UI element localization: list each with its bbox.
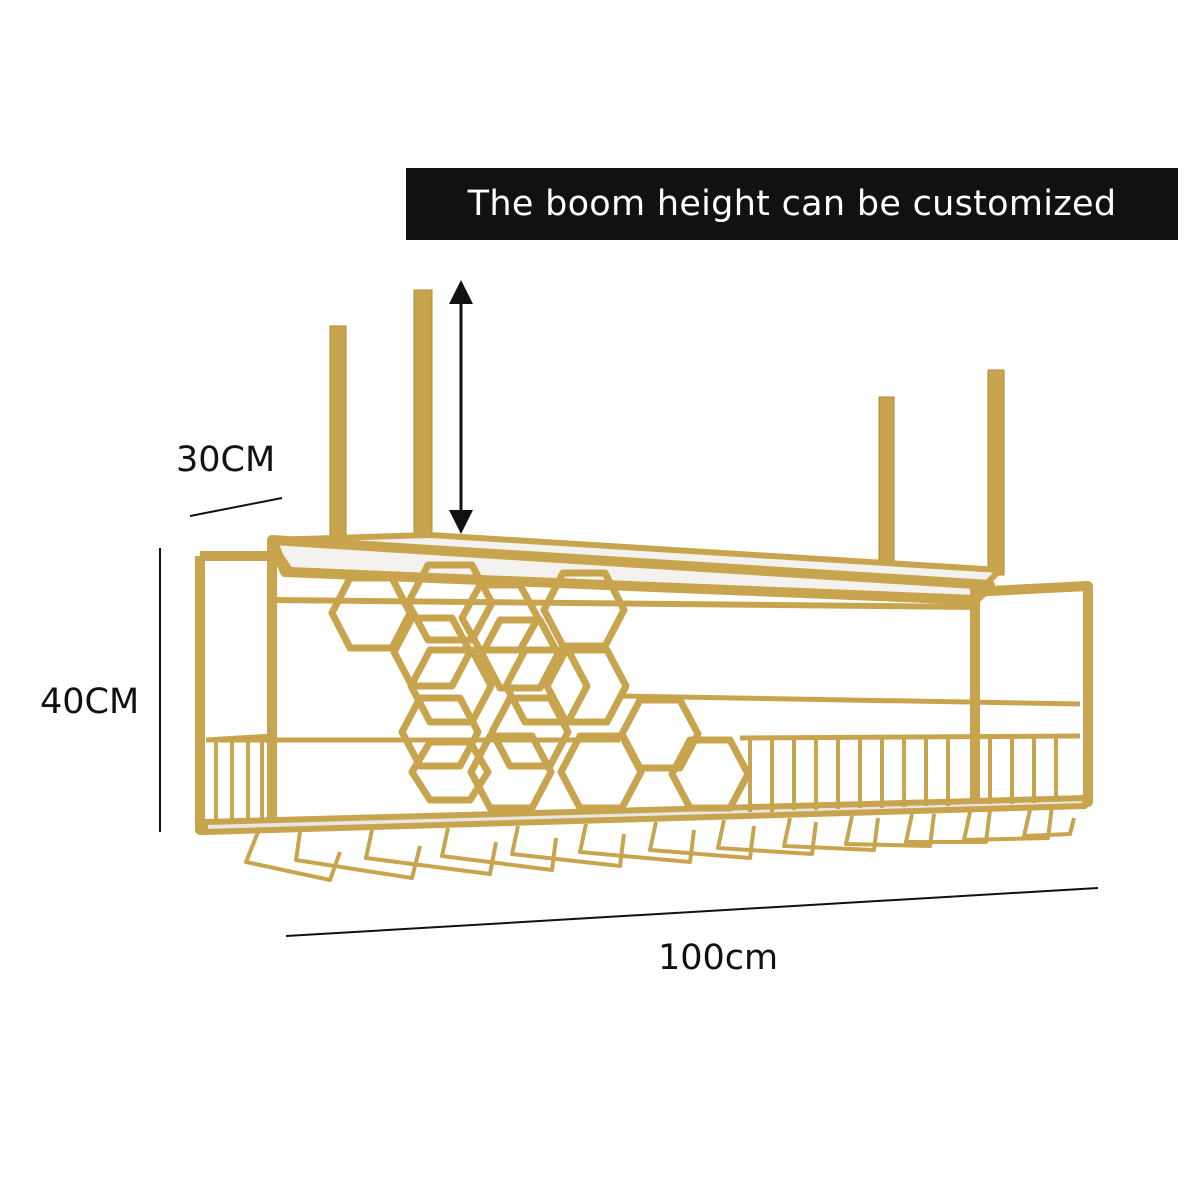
bottom-shelf-board: [202, 795, 1088, 835]
width-label: 100cm: [658, 938, 779, 978]
glass-hanger: [648, 821, 756, 860]
hex-cell: [478, 616, 562, 692]
glass-hanger: [294, 831, 422, 880]
hex-cell: [458, 581, 542, 654]
glass-hangers: [244, 805, 1076, 882]
hex-cell: [328, 574, 414, 652]
hexagon-bottle-holders: [328, 561, 752, 812]
caption-text: The boom height can be customized: [467, 184, 1117, 224]
hanging-rod: [329, 325, 347, 557]
glass-hanger: [844, 813, 936, 848]
hanging-rod: [413, 289, 433, 557]
glass-hanger: [962, 805, 1054, 842]
hex-cell: [390, 614, 474, 690]
width-dimension-line: [285, 887, 1099, 937]
hex-cell: [467, 732, 555, 812]
glass-hanger: [510, 825, 626, 868]
hex-cell: [408, 738, 492, 804]
hanging-rod: [987, 369, 1005, 576]
glass-hanger: [904, 809, 992, 844]
boom-height-label: 30CM: [176, 440, 276, 480]
glass-hanger: [716, 819, 818, 856]
height-label: 40CM: [40, 682, 140, 722]
hanging-rod: [878, 396, 895, 568]
glass-hanger: [440, 827, 558, 872]
depth-dimension-line: [189, 497, 283, 517]
hex-cell: [398, 694, 482, 770]
glass-hanger: [782, 817, 880, 852]
hex-cell: [668, 736, 752, 812]
glass-hanger: [578, 823, 696, 864]
glass-hanger: [244, 831, 342, 882]
glass-hanger: [1022, 809, 1076, 838]
guard-bars: [214, 738, 1058, 822]
caption-banner: The boom height can be customized: [406, 168, 1178, 240]
hex-cell: [557, 732, 645, 812]
hex-cell: [488, 694, 572, 770]
hex-cell: [540, 569, 628, 650]
rack-frame: [195, 532, 1093, 835]
glass-hanger: [364, 829, 498, 876]
hex-cell: [543, 646, 630, 726]
